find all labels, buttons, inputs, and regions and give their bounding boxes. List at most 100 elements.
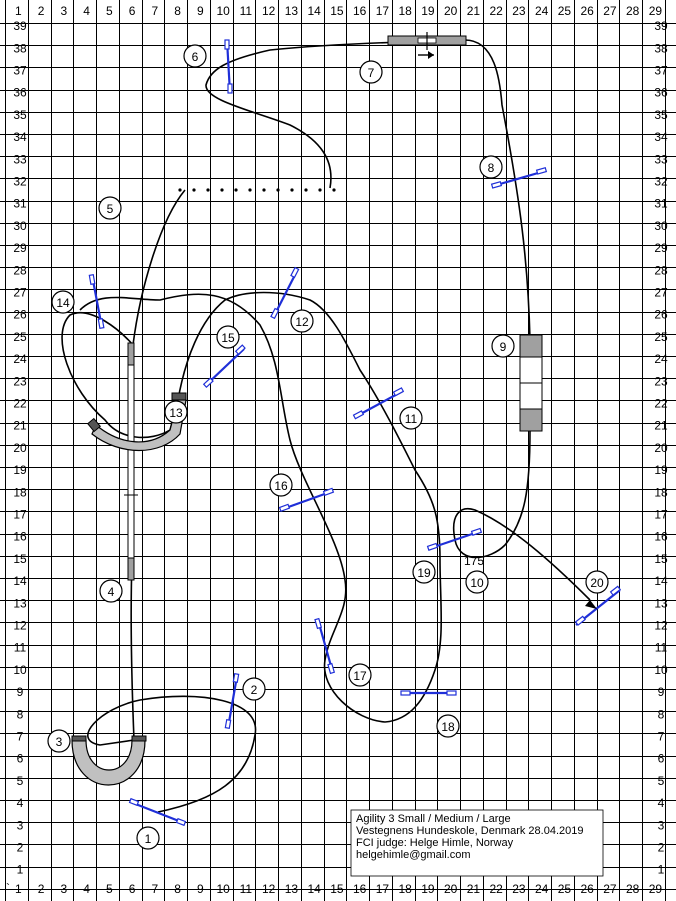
obstacle-marker-circle: [399, 406, 423, 430]
seesaw-obstacle: [387, 32, 467, 59]
info-line-3: FCI judge: Helge Himle, Norway: [356, 837, 514, 849]
y-tick-right: 19: [654, 463, 668, 477]
obstacle-marker-circle: [585, 570, 609, 594]
x-tick-bottom: 8: [174, 882, 181, 896]
x-tick-top: 16: [353, 4, 367, 18]
y-tick-right: 15: [654, 552, 668, 566]
y-tick-left: 18: [13, 485, 27, 499]
obstacle-marker-5: 5: [98, 196, 122, 220]
x-tick-top: 21: [467, 4, 481, 18]
obstacle-marker-1: 1: [136, 826, 160, 850]
y-tick-right: 35: [654, 108, 668, 122]
x-tick-top: 1: [15, 4, 22, 18]
y-axis-left-labels: 3938373635343332313029282726252423222120…: [13, 19, 27, 877]
obstacle-marker-label: 11: [405, 412, 418, 426]
jump-17: [314, 617, 336, 675]
obstacle-marker-circle: [164, 400, 188, 424]
y-tick-right: 30: [654, 219, 668, 233]
x-tick-top: 19: [421, 4, 435, 18]
finish-arrow: [585, 600, 597, 609]
x-tick-top: 28: [626, 4, 640, 18]
x-tick-top: 11: [240, 4, 253, 18]
obstacle-marker-circle: [465, 570, 489, 594]
obstacle-marker-6: 6: [183, 44, 207, 68]
tunnel-3-obstacle: [71, 735, 147, 786]
jumps: [88, 39, 622, 827]
y-tick-left: 22: [13, 397, 27, 411]
obstacle-marker-circle: [51, 290, 75, 314]
x-tick-top: 17: [376, 4, 390, 18]
x-tick-bottom: 14: [307, 882, 321, 896]
y-tick-right: 12: [654, 619, 668, 633]
obstacle-marker-label: 6: [192, 50, 199, 64]
y-tick-left: 10: [13, 663, 27, 677]
y-tick-right: 5: [658, 774, 665, 788]
x-tick-bottom: 20: [444, 882, 458, 896]
dog-path: [61, 39, 591, 813]
x-tick-bottom: 24: [535, 882, 549, 896]
x-tick-bottom: 7: [152, 882, 159, 896]
x-tick-top: 13: [285, 4, 299, 18]
x-tick-bottom: 22: [489, 882, 503, 896]
obstacle-marker-label: 15: [221, 331, 235, 345]
x-tick-bottom: 15: [330, 882, 344, 896]
y-tick-left: 7: [17, 730, 24, 744]
x-tick-bottom: 3: [61, 882, 68, 896]
y-tick-left: 6: [17, 752, 24, 766]
y-tick-left: 30: [13, 219, 27, 233]
x-tick-bottom: 11: [240, 882, 253, 896]
y-tick-right: 21: [654, 419, 668, 433]
x-tick-bottom: 12: [262, 882, 276, 896]
x-tick-bottom: 6: [129, 882, 136, 896]
y-tick-right: 36: [654, 86, 668, 100]
y-tick-left: 1: [17, 863, 24, 877]
x-tick-bottom: 2: [38, 882, 45, 896]
obstacle-marker-9: 9: [491, 334, 515, 358]
x-tick-bottom: 17: [376, 882, 390, 896]
x-tick-top: 10: [216, 4, 230, 18]
x-tick-bottom: 4: [83, 882, 90, 896]
x-tick-bottom: 23: [512, 882, 526, 896]
obstacle-marker-circle: [491, 334, 515, 358]
obstacle-marker-12: 12: [290, 309, 314, 333]
x-tick-bottom: 29: [649, 882, 663, 896]
x-tick-bottom: 25: [558, 882, 572, 896]
y-tick-left: 27: [13, 286, 27, 300]
x-tick-top: 18: [398, 4, 412, 18]
y-tick-left: 12: [13, 619, 27, 633]
y-tick-right: 10: [654, 663, 668, 677]
obstacle-marker-label: 17: [353, 669, 367, 683]
y-tick-right: 31: [654, 197, 668, 211]
y-tick-left: 15: [13, 552, 27, 566]
y-axis-right-labels: 3938373635343332313029282726252423222120…: [654, 19, 668, 877]
jump-18: [400, 690, 457, 696]
obstacle-marker-14: 14: [51, 290, 75, 314]
x-tick-top: 26: [580, 4, 594, 18]
obstacle-marker-circle: [359, 60, 383, 84]
x-tick-top: 8: [174, 4, 181, 18]
jump-1: [128, 797, 187, 827]
dogwalk-obstacle: [124, 342, 138, 581]
obstacle-marker-circle: [412, 560, 436, 584]
y-tick-right: 8: [658, 707, 665, 721]
dotted-line: [178, 188, 336, 192]
aframe-obstacle: [519, 334, 543, 432]
y-tick-right: 13: [654, 596, 668, 610]
obstacle-marker-label: 4: [108, 585, 115, 599]
y-tick-left: 29: [13, 241, 27, 255]
jump-8: [490, 166, 548, 189]
y-tick-right: 38: [654, 41, 668, 55]
obstacle-marker-label: 16: [274, 479, 288, 493]
y-tick-right: 23: [654, 374, 668, 388]
y-tick-left: 8: [17, 707, 24, 721]
jump-20: [574, 585, 622, 626]
obstacle-marker-label: 9: [500, 340, 507, 354]
jump-14: [88, 274, 105, 329]
course-info-box: Agility 3 Small / Medium / Large Vestegn…: [350, 809, 604, 877]
obstacle-marker-20: 20: [585, 570, 609, 594]
x-tick-bottom: 16: [353, 882, 367, 896]
x-tick-top: 27: [603, 4, 617, 18]
